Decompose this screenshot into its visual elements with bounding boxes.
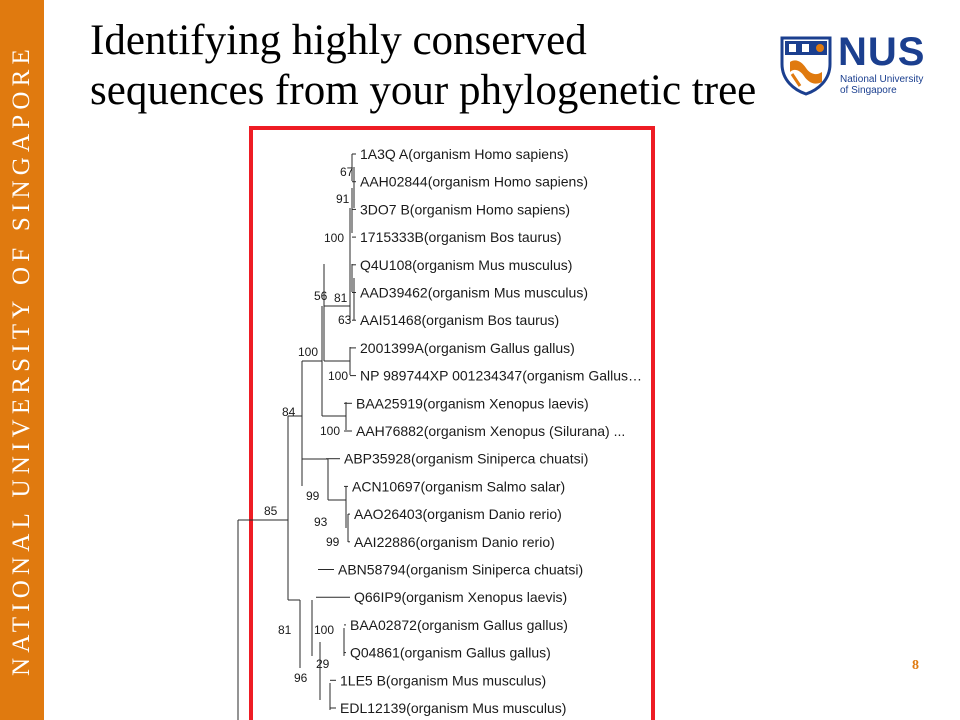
tree-leaf-label: 2001399A(organism Gallus gallus) <box>360 340 575 356</box>
slide-title-line-1: Identifying highly conserved <box>90 17 587 64</box>
tree-bootstrap-value: 81 <box>278 623 292 637</box>
phylogenetic-tree: 1A3Q A(organism Homo sapiens) AAH02844(or… <box>253 146 642 716</box>
tree-leaf-label: 3DO7 B(organism Homo sapiens) <box>360 201 570 217</box>
tree-bootstrap-value: 67 <box>340 165 354 179</box>
tree-leaf-label: AAD39462(organism Mus musculus) <box>360 285 588 301</box>
tree-bootstrap-value: 100 <box>328 369 348 383</box>
tree-bootstrap-value: 56 <box>314 289 328 303</box>
nus-crest-icon <box>780 36 832 96</box>
tree-leaf-label: BAA02872(organism Gallus gallus) <box>350 617 568 633</box>
tree-leaf-label: ABN58794(organism Siniperca chuatsi) <box>338 562 583 578</box>
tree-leaf-label: Q66IP9(organism Xenopus laevis) <box>354 589 567 605</box>
logo-subtitle-line-2: of Singapore <box>840 85 897 96</box>
tree-leaf-label: 1A3Q A(organism Homo sapiens) <box>360 146 569 162</box>
tree-leaf-label: ACN10697(organism Salmo salar) <box>352 478 565 494</box>
tree-bootstrap-value: 99 <box>326 535 340 549</box>
logo-wordmark: NUS <box>838 30 926 74</box>
tree-bootstrap-value: 84 <box>282 405 296 419</box>
university-sidebar: NATIONAL UNIVERSITY OF SINGAPORE <box>0 0 44 720</box>
tree-leaf-label: EDL12139(organism Mus musculus) <box>340 700 566 716</box>
tree-leaf-label: BAA25919(organism Xenopus laevis) <box>356 395 589 411</box>
tree-leaf-label: Q04861(organism Gallus gallus) <box>350 645 551 661</box>
page-number: 8 <box>912 658 919 673</box>
tree-bootstrap-value: 29 <box>316 657 330 671</box>
tree-leaf-label: NP 989744XP 001234347(organism Gallus… <box>360 368 642 384</box>
tree-bootstrap-value: 100 <box>298 345 318 359</box>
slide-title: Identifying highly conserved sequences f… <box>90 16 850 116</box>
logo-subtitle: National University of Singapore <box>840 74 923 96</box>
phylogenetic-tree-frame: 1A3Q A(organism Homo sapiens) AAH02844(or… <box>249 126 655 720</box>
tree-leaf-label: AAI22886(organism Danio rerio) <box>354 534 555 550</box>
tree-bootstrap-value: 91 <box>336 192 350 206</box>
logo-subtitle-line-1: National University <box>840 74 924 85</box>
slide-title-line-2: sequences from your phylogenetic tree <box>90 67 757 114</box>
nus-logo: NUS National University of Singapore <box>778 30 938 98</box>
tree-bootstrap-value: 85 <box>264 504 278 518</box>
tree-leaf-label: ABP35928(organism Siniperca chuatsi) <box>344 451 588 467</box>
tree-bootstrap-value: 81 <box>334 291 348 305</box>
tree-leaf-label: AAI51468(organism Bos taurus) <box>360 312 559 328</box>
tree-bootstrap-value: 96 <box>294 671 308 685</box>
tree-bootstrap-value: 99 <box>306 489 320 503</box>
tree-leaf-label: Q4U108(organism Mus musculus) <box>360 257 572 273</box>
tree-leaf-label: 1715333B(organism Bos taurus) <box>360 229 562 245</box>
tree-leaf-label: AAH76882(organism Xenopus (Silurana) ... <box>356 423 625 439</box>
sidebar-university-name: NATIONAL UNIVERSITY OF SINGAPORE <box>8 44 35 676</box>
tree-bootstrap-value: 93 <box>314 515 328 529</box>
tree-leaf-label: 1LE5 B(organism Mus musculus) <box>340 672 546 688</box>
tree-leaf-label: AAH02844(organism Homo sapiens) <box>360 174 588 190</box>
tree-bootstrap-value: 100 <box>324 231 344 245</box>
tree-bootstrap-value: 63 <box>338 313 352 327</box>
tree-bootstrap-value: 100 <box>320 424 340 438</box>
tree-bootstrap-value: 100 <box>314 623 334 637</box>
tree-leaf-label: AAO26403(organism Danio rerio) <box>354 506 562 522</box>
